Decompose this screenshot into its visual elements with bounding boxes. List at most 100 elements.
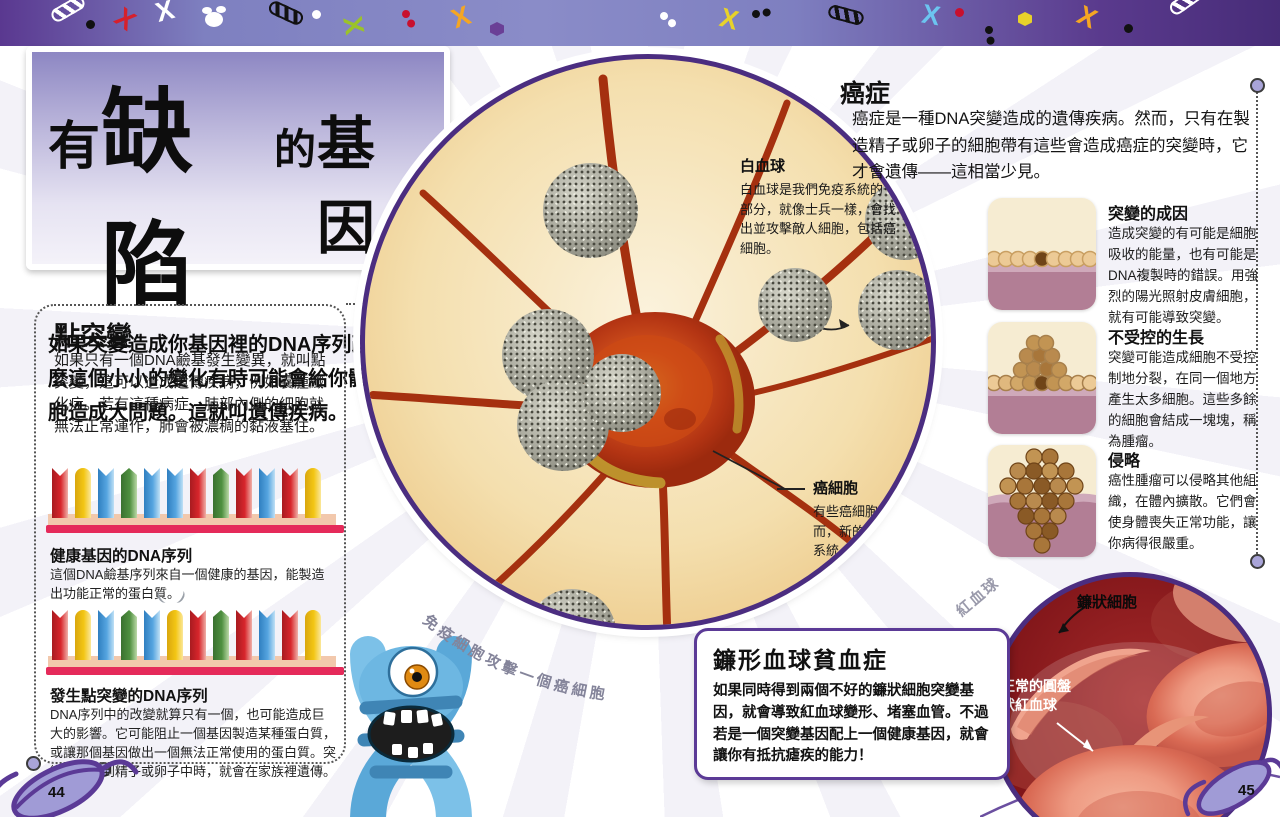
dna-base-green	[213, 610, 229, 660]
healthy-dna-diagram	[46, 464, 344, 533]
point-mutation-body: 如果只有一個DNA鹼基發生變異，就叫點突變，這可以造成遺傳疾病，例如囊腫纖化症。…	[54, 352, 326, 436]
arc-caption-text: 免疫細胞攻擊一個癌細胞	[419, 611, 605, 704]
dna-base-red	[52, 468, 68, 518]
dna-helix-page-decoration	[0, 759, 139, 817]
mutated-dna-text: DNA序列中的改變就算只有一個，也可能造成巨大的影響。它可能阻止一個基因製造某種…	[50, 707, 337, 779]
mutated-dna-caption: 發生點突變的DNA序列	[50, 688, 208, 705]
monster-mouth-icon	[367, 705, 455, 763]
dotted-line-endpoint	[1250, 554, 1265, 569]
cancer-cell-label-title: 癌細胞	[813, 480, 859, 497]
stage3-body: 癌性腫瘤可以侵略其他組織，在體內擴散。它們會使身體喪失正常功能，讓你病得很嚴重。	[1108, 473, 1257, 551]
normal-rbc-label: 正常的圓盤 狀紅血球	[1001, 678, 1071, 713]
sickle-heading: 鐮形血球貧血症	[713, 647, 888, 673]
dna-base-blue	[167, 468, 183, 518]
dna-base-blue	[98, 468, 114, 518]
wbc-label: 白血球 白血球是我們免疫系統的一部分，就像士兵一樣，會找出並攻擊敵人細胞，包括癌…	[740, 155, 902, 258]
healthy-dna-text: 這個DNA鹼基序列來自一個健康的基因，能製造出功能正常的蛋白質。	[50, 567, 325, 601]
stage2-body: 突變可能造成細胞不受控制地分裂，在同一個地方產生太多細胞。這些多餘的細胞會結成一…	[1108, 350, 1257, 449]
dna-base-blue	[144, 610, 160, 660]
white-blood-cell	[865, 180, 931, 260]
chromosome-icon: X	[109, 1, 142, 37]
dot-icon	[1124, 24, 1133, 33]
dna-base-yellow	[305, 610, 321, 660]
title-part: 有	[48, 118, 102, 176]
page-number-right: 45	[1238, 782, 1255, 799]
dot-icon	[86, 20, 95, 29]
page-number-left: 44	[48, 784, 65, 801]
dna-base-yellow	[167, 610, 183, 660]
dna-icon	[826, 3, 866, 27]
cancer-cell-label: 癌細胞 有些癌細胞可以躲過白血球。然而，新的抗癌藥物可以提升免疫系統，協助找出並…	[813, 477, 936, 561]
title-part: 基因	[317, 112, 377, 261]
white-blood-cell	[758, 268, 832, 342]
healthy-dna-caption: 健康基因的DNA序列	[50, 548, 193, 565]
dna-base-red	[52, 610, 68, 660]
dna-monster-illustration	[350, 636, 472, 817]
dot-icon	[983, 24, 995, 36]
dotted-line-endpoint	[1250, 78, 1265, 93]
dna-base-red	[190, 610, 206, 660]
arc-caption: 免疫細胞攻擊一個癌細胞	[419, 611, 605, 704]
dna-base-yellow	[305, 468, 321, 518]
uncontrolled-growth-illustration	[988, 322, 1096, 434]
dna-base-yellow	[75, 468, 91, 518]
germ-icon	[205, 12, 223, 27]
dna-base-blue	[259, 610, 275, 660]
blood-cells-illustration: 鐮狀細胞 正常的圓盤 狀紅血球	[988, 572, 1272, 817]
dna-base-red	[236, 610, 252, 660]
chromosome-icon: X	[919, 0, 943, 32]
chromosome-icon: X	[1072, 0, 1102, 35]
dna-icon	[266, 0, 306, 27]
dna-helix-page-decoration	[1183, 757, 1280, 817]
monster-eye-icon	[387, 646, 439, 698]
dotted-line-endpoint	[26, 756, 41, 771]
white-blood-cell	[858, 270, 931, 350]
dna-base-blue	[144, 468, 160, 518]
dot-icon	[490, 22, 504, 36]
intro-paragraph: 如果突變造成你基因裡的DNA序列改變，那麼這個小小的變化有時可能會給你體內的細胞…	[48, 334, 432, 424]
stage1-heading: 突變的成因	[1108, 206, 1189, 223]
dna-base-yellow	[75, 610, 91, 660]
dot-icon	[750, 8, 762, 20]
stage1-body: 造成突變的有可能是細胞吸收的能量，也有可能是DNA複製時的錯誤。用強烈的陽光照射…	[1108, 226, 1259, 325]
white-blood-cells	[365, 59, 931, 625]
invasion-illustration	[988, 445, 1096, 557]
cancer-cell-label-body: 有些癌細胞可以躲過白血球。然而，新的抗癌藥物可以提升免疫系統，協助找出並對抗癌細…	[813, 504, 936, 558]
point-mutation-heading: 點突變	[54, 321, 133, 351]
dna-base-blue	[98, 610, 114, 660]
wbc-label-body: 白血球是我們免疫系統的一部分，就像士兵一樣，會找出並攻擊敵人細胞，包括癌細胞。	[740, 182, 897, 256]
point-mutation-section: 點突變 如果只有一個DNA鹼基發生變異，就叫點突變，這可以造成遺傳疾病，例如囊腫…	[34, 304, 346, 779]
title-part-emphasis: 缺陷	[101, 82, 194, 317]
dna-icon	[48, 0, 88, 25]
dna-row-healthy	[48, 464, 338, 518]
dna-base-red	[236, 468, 252, 518]
dot-icon	[400, 8, 412, 20]
dna-base-red	[282, 610, 298, 660]
dot-icon	[955, 8, 964, 17]
dot-icon	[312, 10, 321, 19]
sickle-cell-section: 鐮形血球貧血症 如果同時得到兩個不好的鐮狀細胞突變基因，就會導致紅血球變形、堵塞…	[694, 628, 1010, 780]
chromosome-icon: X	[337, 13, 370, 37]
stage2-heading: 不受控的生長	[1108, 330, 1205, 347]
sickle-body: 如果同時得到兩個不好的鐮狀細胞突變基因，就會導致紅血球變形、堵塞血管。不過若是一…	[713, 683, 989, 765]
stage3-heading: 侵略	[1108, 453, 1141, 470]
title-box: 有缺陷 的基因 如果突變造成你基因裡的DNA序列改變，那麼這個小小的變化有時可能會…	[26, 46, 450, 424]
white-blood-cell	[542, 162, 638, 258]
white-blood-cell	[583, 354, 661, 432]
dna-base-red	[282, 468, 298, 518]
cancer-cell-circle-illustration: 白血球 白血球是我們免疫系統的一部分，就像士兵一樣，會找出並攻擊敵人細胞，包括癌…	[360, 54, 936, 630]
cancer-body: 癌症是一種DNA突變造成的遺傳疾病。然而，只有在製造精子或卵子的細胞帶有這些會造…	[852, 110, 1250, 182]
mutated-dna-diagram	[46, 588, 344, 675]
mutation-cause-illustration	[988, 198, 1096, 310]
dot-icon	[658, 10, 670, 22]
sickle-cell-label: 鐮狀細胞	[1077, 594, 1138, 611]
dot-icon	[1018, 12, 1032, 26]
dna-icon	[1167, 0, 1205, 18]
mutation-marks-icon	[155, 588, 187, 608]
title-part: 的	[274, 126, 318, 173]
dna-base-blue	[259, 468, 275, 518]
cancer-cell-leader-line	[712, 450, 786, 490]
dna-base-green	[121, 610, 137, 660]
